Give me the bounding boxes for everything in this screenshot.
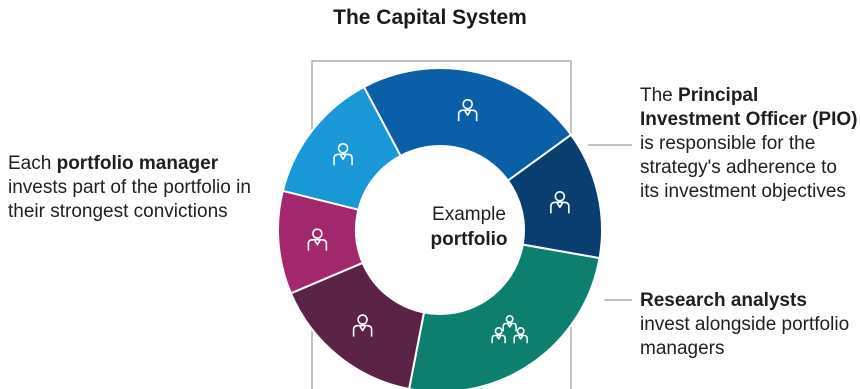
note-text: Each	[8, 153, 57, 174]
segment-research-analysts	[408, 243, 601, 389]
note-text: invest alongside portfolio managers	[640, 314, 850, 359]
center-line-2: portfolio	[430, 229, 508, 250]
person-icon	[333, 142, 353, 166]
portfolio-manager-note: Each portfolio manager invests part of t…	[8, 152, 278, 224]
person-icon	[550, 191, 570, 214]
note-bold: portfolio manager	[56, 153, 219, 174]
center-label: Example portfolio	[398, 202, 540, 252]
diagram-title: The Capital System	[333, 6, 527, 29]
note-text: is responsible for the strategy's adhere…	[640, 133, 846, 202]
segment-portfolio-manager-top	[362, 67, 573, 183]
person-icon	[307, 228, 328, 251]
note-text: The	[640, 85, 679, 106]
note-bold: Principal Investment Officer (PIO)	[640, 85, 858, 130]
segment-portfolio-manager-left	[281, 85, 402, 211]
person-icon	[352, 314, 373, 337]
pio-note: The Principal Investment Officer (PIO) i…	[640, 84, 860, 204]
center-line-1: Example	[432, 204, 506, 225]
research-analysts-note: Research analysts invest alongside portf…	[640, 289, 860, 361]
note-text: invests part of the portfolio in their s…	[8, 177, 251, 222]
note-bold: Research analysts	[640, 290, 807, 311]
person-icon	[457, 98, 478, 122]
group-icon	[491, 315, 528, 344]
